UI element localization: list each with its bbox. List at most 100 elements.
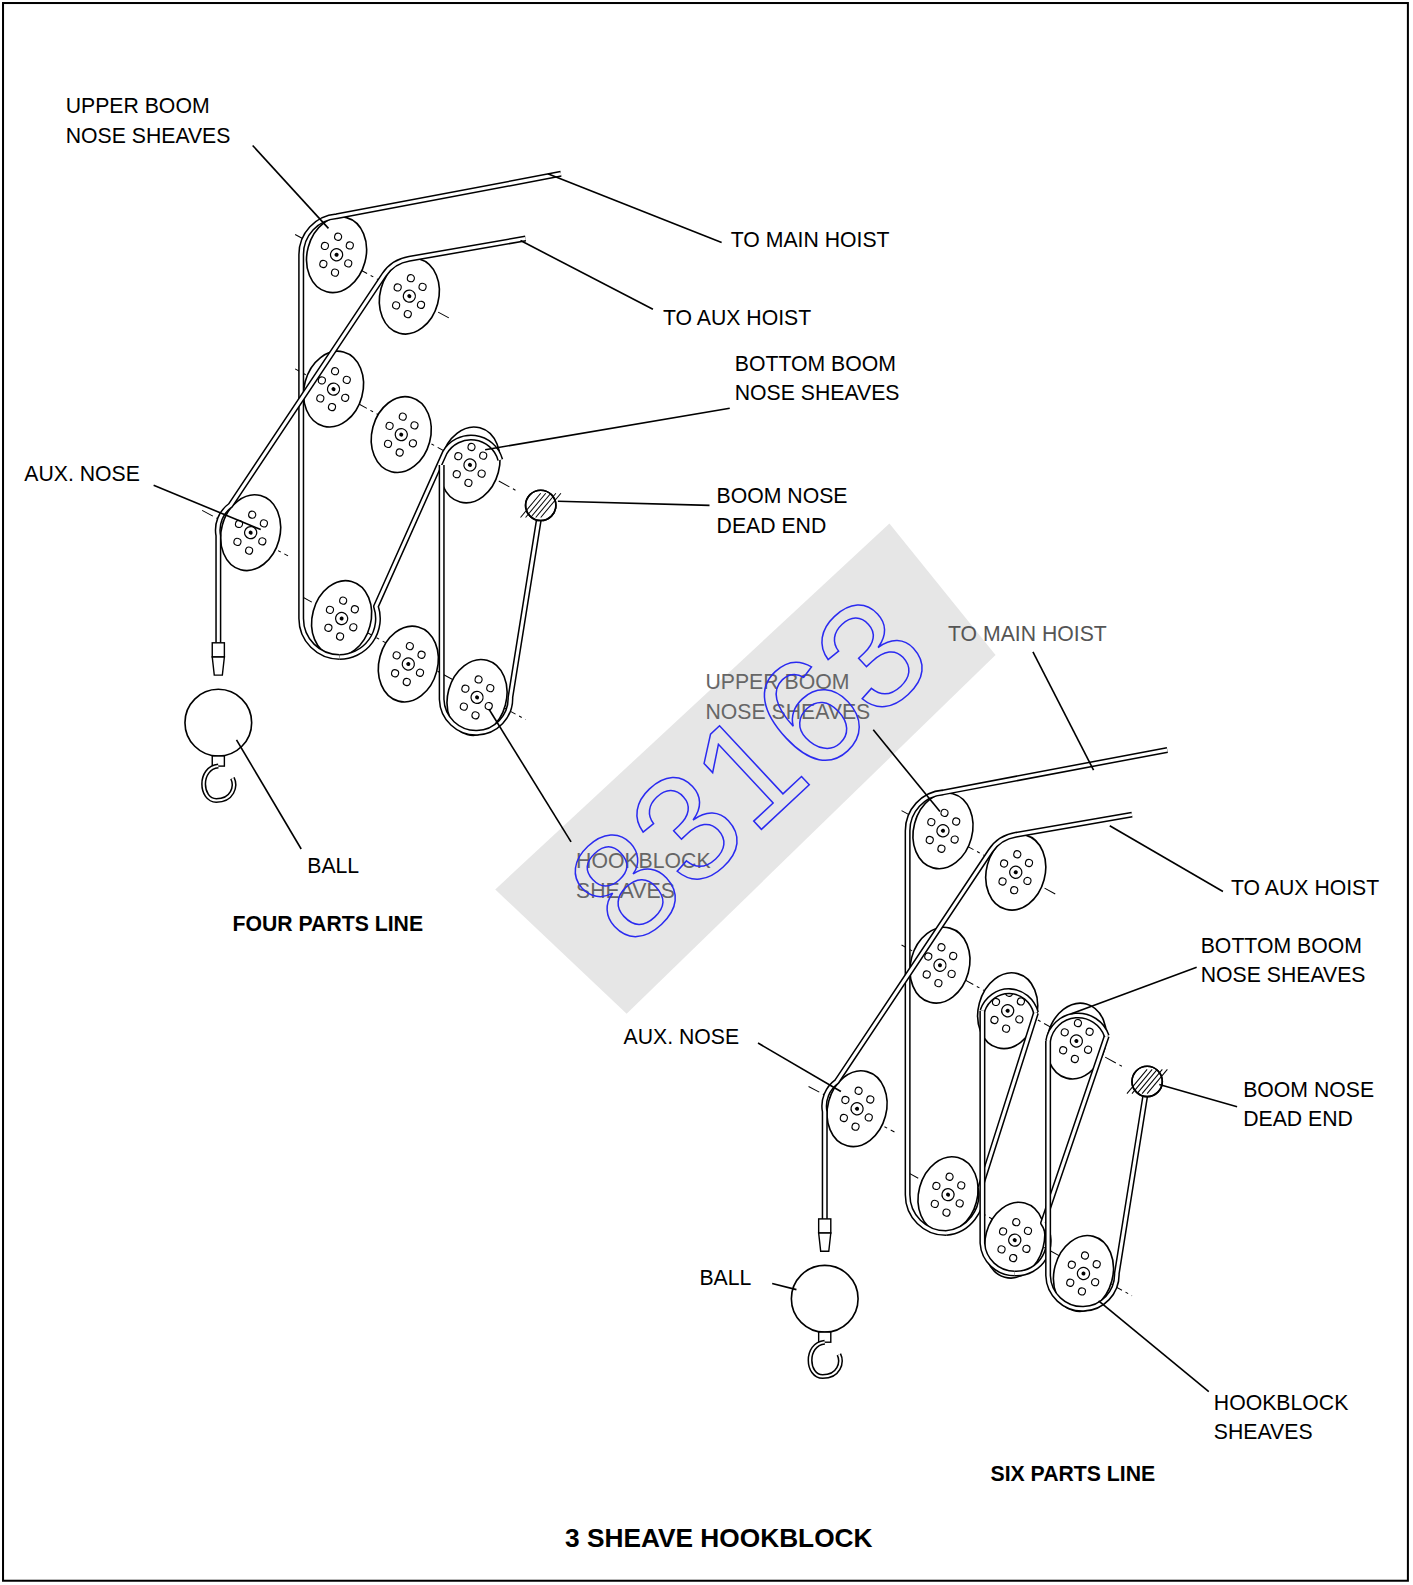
sheave-hub [463, 457, 478, 472]
sheave-hole [1024, 1227, 1033, 1236]
four-part-figure [185, 174, 561, 801]
sheave-axle [937, 963, 942, 968]
sheave-rim [1045, 1229, 1122, 1318]
hatch [1137, 1069, 1157, 1093]
sheave-hole [316, 394, 325, 403]
sheave-rim [976, 1195, 1053, 1284]
sheave-hole [990, 1016, 999, 1025]
sheave-hole [331, 268, 340, 277]
sheave-hub [941, 1187, 956, 1202]
sheave-hole [331, 367, 340, 376]
part-label: UPPER BOOM NOSE SHEAVES [66, 91, 268, 150]
rope [442, 465, 539, 733]
sheave-hub [1076, 1266, 1091, 1281]
sheave-axle [331, 387, 336, 392]
sheave [439, 653, 516, 742]
sheave-hole [474, 675, 483, 684]
sheave-hole [1071, 1055, 1080, 1064]
overhaul-ball [185, 689, 252, 756]
sheave-hole [391, 669, 400, 678]
sheave-hole [384, 440, 393, 449]
swivel [819, 1233, 831, 1251]
sheave-hole [854, 1086, 863, 1095]
sheave-hole [942, 1208, 951, 1217]
hook-core [810, 1342, 840, 1376]
sheave-rim [978, 828, 1055, 917]
sheave-hole [393, 283, 402, 292]
sheave-rim [371, 251, 448, 340]
sheave-hole [395, 448, 404, 457]
sheave-hole [345, 241, 354, 250]
sheave-hole [341, 393, 350, 402]
sheave-axle [1081, 1271, 1086, 1276]
part-label: BOOM NOSE DEAD END [1243, 1074, 1405, 1133]
sheave-hole [930, 1200, 939, 1209]
sheave-hole [840, 1114, 849, 1123]
sheave-hole [1009, 1254, 1018, 1263]
sheave-hole [484, 702, 493, 711]
sheave-hole [864, 1113, 873, 1122]
part-label: TO AUX HOIST [663, 303, 811, 332]
sheave-hole [1066, 1278, 1075, 1287]
rope-core [824, 815, 1132, 1219]
hook [810, 1342, 840, 1376]
rope [301, 174, 561, 657]
sheave-hole [410, 421, 419, 430]
sheave-hole [406, 642, 415, 651]
sheave-hole [1081, 1251, 1090, 1260]
sheave-hub [1008, 865, 1023, 880]
sheave [905, 786, 982, 875]
sheave-hole [997, 1245, 1006, 1254]
sheave-hole [1010, 886, 1019, 895]
sheave-hole [955, 1199, 964, 1208]
part-label: AUX. NOSE [24, 459, 140, 488]
rope [824, 815, 1132, 1219]
sheave-hole [336, 632, 345, 641]
sheave-hole [925, 836, 934, 845]
sheave-axle [467, 462, 472, 467]
sheave-hole [841, 1096, 850, 1105]
sheave-rim [370, 619, 447, 708]
sheave [363, 390, 440, 479]
sheave-axle [1005, 1008, 1010, 1013]
rope-core [908, 750, 1168, 1233]
part-label: TO AUX HOIST [1231, 873, 1379, 902]
overhaul-ball [791, 1265, 858, 1332]
hatch [531, 493, 551, 517]
rope [1048, 1015, 1107, 1041]
hatch [1147, 1069, 1167, 1093]
sheave-hole [949, 952, 958, 961]
part-label: TO MAIN HOIST [948, 619, 1107, 648]
sheave-hole [464, 479, 473, 488]
sheave-hole [851, 1122, 860, 1131]
sheave-axle [941, 828, 946, 833]
sheave-hub [329, 247, 344, 262]
sheave-hole [477, 469, 486, 478]
sheave-hole [927, 818, 936, 827]
sheave-hub [326, 382, 341, 397]
sheave-hole [1074, 1019, 1083, 1028]
sheave-hole [1092, 1260, 1101, 1269]
sheave-hole [418, 283, 427, 292]
sheave-axle [1013, 870, 1018, 875]
sheave-hub [1007, 1233, 1022, 1248]
part-label: BOTTOM BOOM NOSE SHEAVES [1201, 931, 1403, 990]
sheave-hole [416, 668, 425, 677]
sheave-hub [933, 958, 948, 973]
sheave-hole [260, 519, 269, 528]
sheave-axle [946, 1192, 951, 1197]
sheave-hole [866, 1095, 875, 1104]
sheave-hub [334, 611, 349, 626]
part-label: AUX. NOSE [624, 1022, 740, 1051]
rope-core [340, 438, 501, 657]
sheave-rim [298, 210, 375, 299]
sheave-hole [459, 702, 468, 711]
part-label: BOOM NOSE DEAD END [717, 481, 879, 540]
rope-socket [819, 1219, 831, 1233]
sheave-hole [324, 623, 333, 632]
sheave-hole [1084, 1045, 1093, 1054]
sheave-hole [321, 242, 330, 251]
sheave-hole [957, 1181, 966, 1190]
rope [946, 1013, 1036, 1233]
sheave-hole [461, 684, 470, 693]
